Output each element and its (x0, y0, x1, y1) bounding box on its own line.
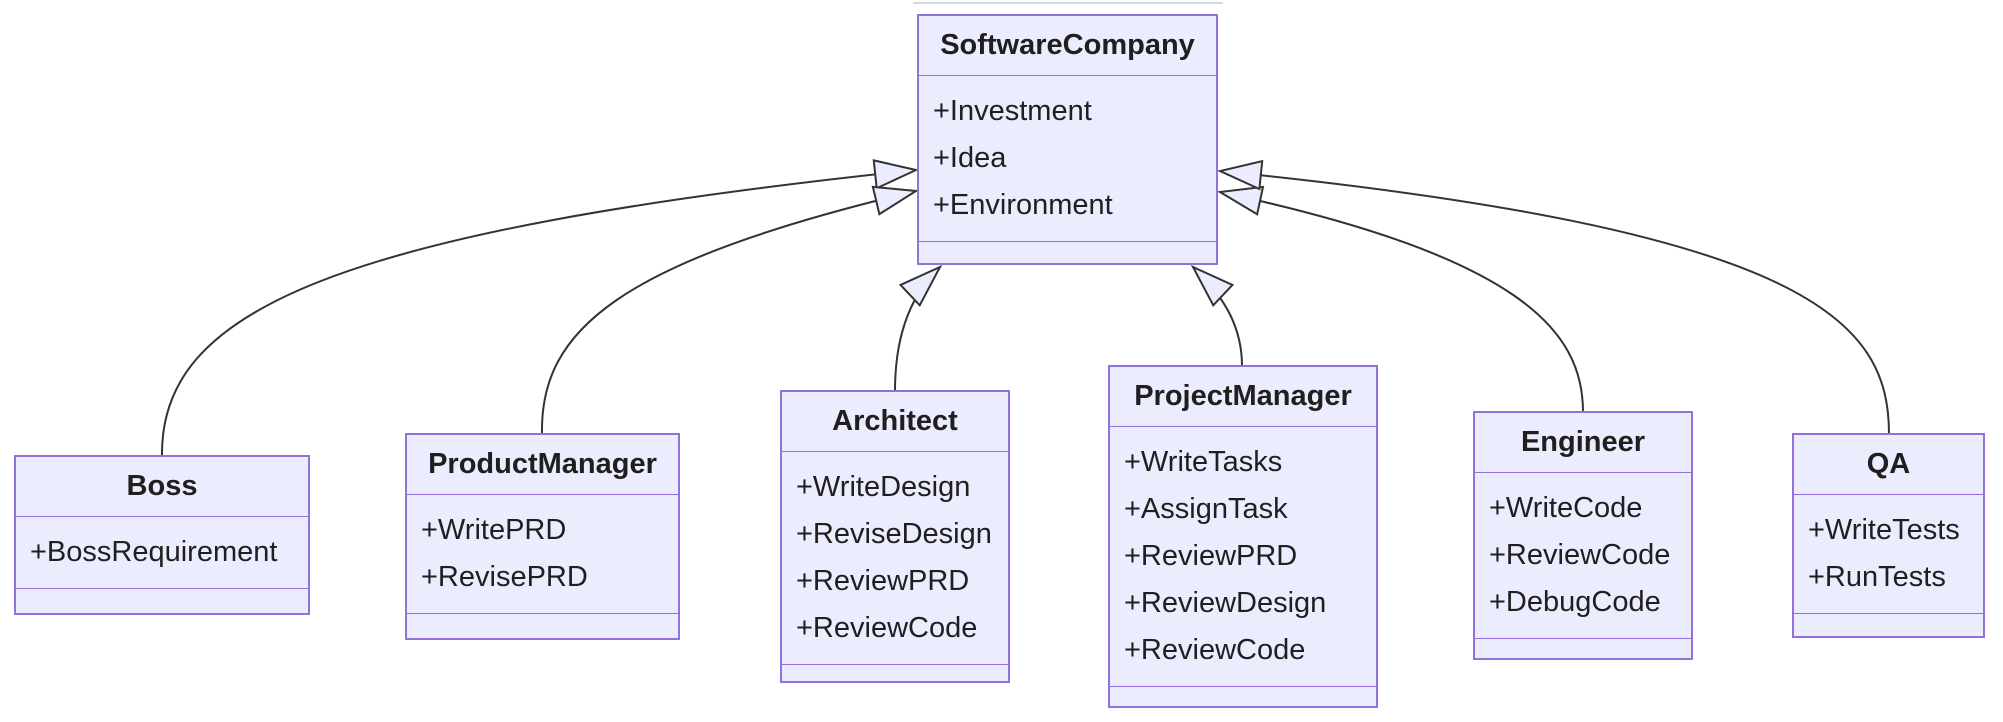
class-attribute: +AssignTask (1124, 493, 1288, 525)
class-attribute: +ReviewCode (796, 612, 978, 644)
edge-project-manager-to-software-company (1193, 267, 1243, 367)
class-attribute: +RunTests (1808, 561, 1946, 593)
class-title-boss: Boss (16, 457, 308, 517)
class-attribute: +ReviewCode (1124, 634, 1306, 666)
class-title-engineer: Engineer (1475, 413, 1691, 473)
class-box-boss: Boss +BossRequirement (14, 455, 310, 615)
class-attributes-qa: +WriteTests +RunTests (1794, 495, 1983, 614)
class-attributes-product-manager: +WritePRD +RevisePRD (407, 495, 678, 614)
class-attribute: +Environment (933, 189, 1113, 221)
class-attribute: +ReviewCode (1489, 539, 1671, 571)
class-attributes-software-company: +Investment +Idea +Environment (919, 76, 1216, 242)
class-attributes-boss: +BossRequirement (16, 517, 308, 589)
class-methods-empty-project-manager (1110, 687, 1376, 706)
class-attribute: +WriteTests (1808, 514, 1960, 546)
class-methods-empty-boss (16, 589, 308, 613)
edge-boss-to-software-company (160, 170, 916, 457)
class-attributes-architect: +WriteDesign +ReviseDesign +ReviewPRD +Revi… (782, 452, 1008, 665)
edge-engineer-to-software-company (1220, 192, 1584, 413)
class-attribute: +WriteTasks (1124, 446, 1283, 478)
class-box-product-manager: ProductManager +WritePRD +RevisePRD (405, 433, 680, 640)
class-attributes-project-manager: +WriteTasks +AssignTask +ReviewPRD +ReviewD… (1110, 427, 1376, 687)
class-attribute: +ReviewPRD (796, 565, 970, 597)
class-attribute: +Idea (933, 142, 1007, 174)
class-box-engineer: Engineer +WriteCode +ReviewCode +DebugCode (1473, 411, 1693, 660)
class-attribute: +Investment (933, 95, 1092, 127)
class-title-product-manager: ProductManager (407, 435, 678, 495)
class-box-software-company: SoftwareCompany +Investment +Idea +Environm… (917, 14, 1218, 265)
class-attribute: +WriteDesign (796, 471, 971, 503)
class-methods-empty-qa (1794, 614, 1983, 636)
class-attribute: +WriteCode (1489, 492, 1643, 524)
class-title-project-manager: ProjectManager (1110, 367, 1376, 427)
class-attribute: +DebugCode (1489, 586, 1661, 618)
class-title-architect: Architect (782, 392, 1008, 452)
class-box-project-manager: ProjectManager +WriteTasks +AssignTask +Rev… (1108, 365, 1378, 708)
class-methods-empty-architect (782, 665, 1008, 681)
class-title-qa: QA (1794, 435, 1983, 495)
edge-product-manager-to-software-company (540, 191, 916, 435)
class-methods-empty-software-company (919, 242, 1216, 263)
class-attribute: +RevisePRD (421, 561, 588, 593)
class-attribute: +ReviewDesign (1124, 587, 1327, 619)
class-box-qa: QA +WriteTests +RunTests (1792, 433, 1985, 638)
class-methods-empty-product-manager (407, 614, 678, 638)
edge-qa-to-software-company (1220, 171, 1890, 435)
class-attribute: +ReviseDesign (796, 518, 992, 550)
class-box-architect: Architect +WriteDesign +ReviseDesign +Revie… (780, 390, 1010, 683)
class-title-software-company: SoftwareCompany (919, 16, 1216, 76)
class-attributes-engineer: +WriteCode +ReviewCode +DebugCode (1475, 473, 1691, 639)
class-attribute: +BossRequirement (30, 536, 278, 568)
class-attribute: +WritePRD (421, 514, 567, 546)
class-attribute: +ReviewPRD (1124, 540, 1298, 572)
class-methods-empty-engineer (1475, 639, 1691, 658)
clipped-frame-edge (913, 2, 1223, 4)
edge-architect-to-software-company (894, 267, 940, 392)
